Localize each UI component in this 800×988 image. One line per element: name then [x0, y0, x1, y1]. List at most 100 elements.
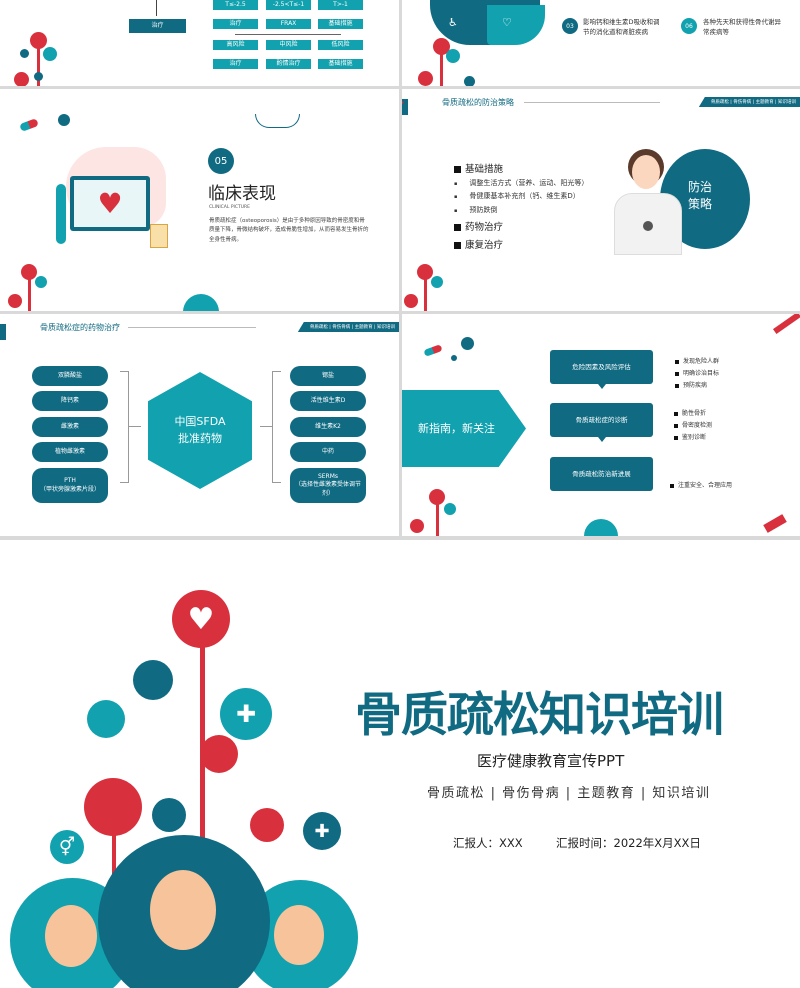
treat-box: 治疗	[129, 19, 186, 33]
flow-box: 高风险	[213, 40, 258, 50]
item-text: 调整生活方式（营养、运动、阳光等）	[469, 179, 589, 187]
bullet-icon	[454, 224, 461, 231]
medical-tree-icon	[416, 38, 476, 86]
slide-clinical[interactable]: ♥ 05 临床表现 CLINICAL PICTURE 骨质疏松症（osteopo…	[0, 89, 399, 311]
wheelchair-icon: ♿	[448, 16, 458, 29]
medicine-box	[150, 224, 168, 248]
step-pointer	[598, 384, 606, 393]
tooth-icon	[133, 660, 173, 700]
arrow-label: 新指南，新关注	[418, 422, 495, 435]
medical-tree-icon	[406, 489, 456, 536]
list-item: 注重安全、合理应用	[670, 480, 732, 489]
divider	[128, 327, 256, 328]
item-text: 注重安全、合理应用	[678, 482, 733, 489]
connector	[156, 0, 157, 16]
bullet-icon	[674, 411, 678, 416]
flow-box: -2.5<T≤-1	[266, 0, 311, 10]
slide-drugs[interactable]: 骨质疏松症的药物治疗 骨质疏松 | 骨伤骨病 | 主题教育 | 知识培训 双膦酸…	[0, 314, 399, 536]
flow-box: 低风险	[318, 40, 363, 50]
divider	[524, 102, 660, 103]
heart-pulse-icon: ♡	[502, 16, 512, 29]
pill-icon	[423, 344, 443, 357]
monitor-illustration: ♥	[70, 176, 150, 231]
flow-box: T>-1	[318, 0, 363, 10]
doctor-illustration	[610, 149, 685, 255]
list-item: 鉴别诊断	[674, 432, 706, 441]
slide-cover[interactable]: ♥ ✚ ✚ ⚥ 骨质疏松知识培训 医疗健康教育宣传PPT 骨质疏松 | 骨伤骨病…	[0, 540, 800, 988]
flow-box: T≤-2.5	[213, 0, 258, 10]
slide-causes[interactable]: ♿ ♡ 03 影响钙和维生素D吸收和调节的消化道和肾脏疾病 06 各种先天和获得…	[402, 0, 800, 86]
dot	[451, 355, 457, 361]
center-label-line: 批准药物	[178, 431, 222, 445]
syringe-icon	[763, 514, 787, 533]
drug-pill: 降钙素	[32, 391, 108, 411]
section-body: 骨质疏松症（osteoporosis）是由于多种原因导致的骨密度和骨质量下降，骨…	[209, 218, 369, 243]
section-heading: 康复治疗	[454, 237, 503, 251]
thermometer-icon	[152, 798, 186, 832]
slide-title: 骨质疏松的防治策略	[442, 98, 514, 107]
bullet-icon	[675, 383, 679, 388]
blood-bag-icon	[84, 778, 142, 836]
item-text: 影响钙和维生素D吸收和调节的消化道和肾脏疾病	[583, 18, 660, 37]
list-item: 明确诊治目标	[675, 368, 719, 377]
flow-box: 治疗	[213, 59, 258, 69]
drug-pill: PTH （甲状旁腺激素片段）	[32, 468, 108, 503]
bullet-icon	[674, 435, 678, 440]
item-text: 脆性骨折	[682, 410, 707, 417]
slide-flowchart[interactable]: 治疗 T≤-2.5 -2.5<T≤-1 T>-1 治疗 FRAX 基础措施 高风…	[0, 0, 399, 86]
drug-pill: 锶盐	[290, 366, 366, 386]
medical-tree-icon	[8, 264, 58, 311]
bullet-icon	[675, 371, 679, 376]
item-text: 鉴别诊断	[682, 434, 707, 441]
report-date: 汇报时间：2022年X月XX日	[556, 836, 701, 850]
doctor-figure	[56, 184, 66, 244]
clipboard-icon	[87, 700, 125, 738]
item-text: 发现危险人群	[683, 358, 720, 365]
slide-title: 骨质疏松症的药物治疗	[40, 323, 120, 332]
list-item: 预防疾病	[675, 380, 707, 389]
item-text: 预防疾病	[683, 382, 708, 389]
section-label: 康复治疗	[465, 240, 504, 251]
list-item: 发现危险人群	[675, 356, 719, 365]
connector	[129, 426, 141, 427]
step-box: 骨质疏松症的诊断	[550, 403, 653, 437]
list-item: ▪预防跌倒	[454, 206, 498, 214]
bracket	[120, 371, 129, 483]
flask-icon	[200, 735, 238, 773]
drug-pill: SERMs （选择性雌激素受体调节剂）	[290, 468, 366, 503]
cover-tags: 骨质疏松 | 骨伤骨病 | 主题教育 | 知识培训	[427, 786, 711, 801]
dot	[58, 114, 70, 126]
item-text: 骨健康基本补充剂（钙、维生素D）	[469, 192, 580, 200]
bullet-icon	[670, 483, 674, 488]
item-text: 预防跌倒	[469, 206, 498, 214]
nurse-face	[274, 905, 324, 965]
medical-tree-illustration: ♥ ✚ ✚ ⚥	[0, 580, 360, 988]
slide-guide[interactable]: 新指南，新关注 危险因素及风险评估 骨质疏松症的诊断 骨质疏松防治新进展 发现危…	[402, 314, 800, 536]
section-title: 临床表现	[208, 184, 276, 204]
dot	[461, 337, 474, 350]
flow-box: 酌情治疗	[266, 59, 311, 69]
slide-strategy[interactable]: 骨质疏松的防治策略 骨质疏松 | 骨伤骨病 | 主题教育 | 知识培训 基础措施…	[402, 89, 800, 311]
circle-label: 防治策略	[688, 179, 712, 213]
step-box: 骨质疏松防治新进展	[550, 457, 653, 491]
section-heading: 基础措施	[454, 161, 503, 175]
doctor-face	[150, 870, 216, 950]
section-label: 药物治疗	[465, 222, 504, 233]
header-mark	[402, 99, 408, 115]
nurse-face	[45, 905, 97, 967]
drug-pill: 维生素K2	[290, 417, 366, 437]
pill-icon	[19, 118, 39, 132]
list-item: ▪调整生活方式（营养、运动、阳光等）	[454, 179, 589, 187]
item-text: 各种先天和获得性骨代谢异常疾病等	[703, 18, 781, 37]
deco-circle	[183, 294, 219, 311]
circle-label-line: 防治	[688, 180, 713, 194]
bracket	[272, 371, 281, 483]
connector	[260, 426, 272, 427]
list-item: 脆性骨折	[674, 408, 706, 417]
section-subtitle: CLINICAL PICTURE	[209, 205, 251, 210]
medkit-icon: ✚	[220, 688, 272, 740]
item-number: 06	[681, 18, 697, 34]
flow-box: 基础措施	[318, 19, 363, 29]
reporter: 汇报人：XXX	[453, 836, 523, 850]
